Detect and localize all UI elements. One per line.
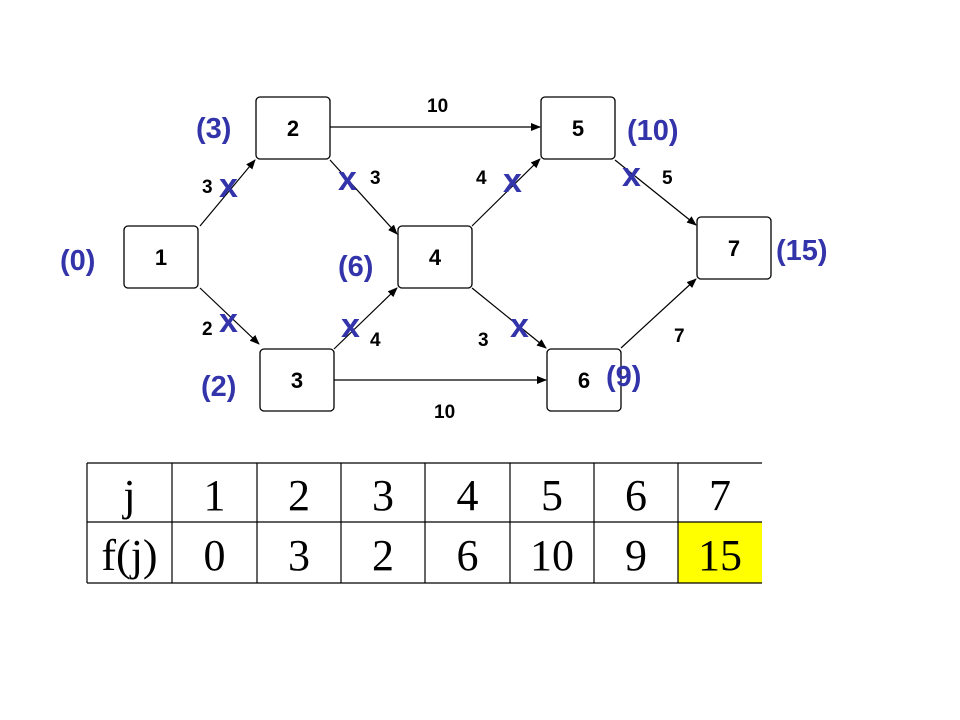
node-box-7 — [696, 216, 772, 280]
edge-weight-2-5: 10 — [427, 96, 448, 117]
node-box-6 — [546, 348, 622, 412]
node-box-3 — [259, 348, 335, 412]
node-box-2 — [255, 96, 331, 160]
edge-weight-4-6: 3 — [478, 330, 489, 351]
edge-1-3 — [199, 287, 260, 345]
edge-2-4 — [329, 159, 398, 235]
cross-mark-4-6: x — [510, 307, 529, 345]
node-4: 4 — [397, 225, 473, 289]
cross-mark-1-2: x — [219, 167, 238, 205]
node-value-2: (3) — [196, 113, 231, 145]
node-3: 3 — [259, 348, 335, 412]
node-box-1 — [123, 225, 199, 289]
edge-weight-6-7: 7 — [674, 326, 685, 347]
edge-1-2 — [199, 159, 256, 227]
node-1: 1 — [123, 225, 199, 289]
node-value-7: (15) — [776, 235, 828, 267]
cross-mark-5-7: x — [622, 156, 641, 194]
table-header-label: j — [121, 471, 135, 520]
cross-mark-2-4: x — [338, 160, 357, 198]
table-value-cell: 3 — [288, 531, 310, 580]
cross-mark-1-3: x — [219, 302, 238, 340]
table-header-cell: 6 — [625, 471, 647, 520]
nodes-layer: 1 2 3 4 5 6 7 — [123, 96, 772, 412]
cross-mark-4-5: x — [503, 162, 522, 200]
table-value-label: f(j) — [101, 531, 157, 580]
table-value-cell: 2 — [372, 531, 394, 580]
edge-6-7 — [620, 278, 697, 349]
node-label-6: 6 — [578, 368, 590, 393]
edge-4-5 — [471, 158, 541, 227]
edge-weight-1-3: 2 — [202, 319, 213, 340]
cross-mark-3-4: x — [341, 307, 360, 345]
node-value-5: (10) — [627, 115, 679, 147]
table-value-cell: 10 — [530, 531, 574, 580]
table-header-cell: 7 — [709, 471, 731, 520]
node-value-1: (0) — [60, 245, 95, 277]
node-label-4: 4 — [429, 245, 442, 270]
edge-3-4 — [333, 287, 398, 350]
node-value-4: (6) — [338, 251, 373, 283]
node-label-7: 7 — [728, 236, 740, 261]
node-label-2: 2 — [287, 116, 299, 141]
edge-weight-4-5: 4 — [476, 168, 487, 189]
table-value-cell: 15 — [698, 531, 742, 580]
node-7: 7 — [696, 216, 772, 280]
table-header-cell: 3 — [372, 471, 394, 520]
table-header-cell: 4 — [457, 471, 479, 520]
table-header-cell: 5 — [541, 471, 563, 520]
edge-4-6 — [471, 287, 547, 349]
edge-weight-3-4: 4 — [370, 330, 381, 351]
table-header-cell: 1 — [204, 471, 226, 520]
node-value-3: (2) — [201, 371, 236, 403]
node-label-1: 1 — [155, 245, 167, 270]
node-2: 2 — [255, 96, 331, 160]
table-value-cell: 6 — [457, 531, 479, 580]
table-value-cell: 0 — [204, 531, 226, 580]
node-value-6: (9) — [606, 361, 641, 393]
edge-weight-5-7: 5 — [662, 168, 673, 189]
edge-5-7 — [614, 159, 697, 226]
table-value-cell: 9 — [625, 531, 647, 580]
table-header-cell: 2 — [288, 471, 310, 520]
edge-weight-2-4: 3 — [370, 168, 381, 189]
edge-weight-3-6: 10 — [434, 402, 455, 423]
node-label-3: 3 — [291, 368, 303, 393]
node-label-5: 5 — [572, 116, 584, 141]
node-box-5 — [540, 96, 616, 160]
result-table: j 1 2 3 4 5 6 7 f(j) 0 3 2 6 10 9 15 — [86, 462, 762, 584]
highlight-cell — [678, 522, 762, 583]
node-6: 6 — [546, 348, 622, 412]
edges-layer — [199, 123, 697, 384]
edge-weight-1-2: 3 — [202, 177, 213, 198]
node-5: 5 — [540, 96, 616, 160]
node-box-4 — [397, 225, 473, 289]
